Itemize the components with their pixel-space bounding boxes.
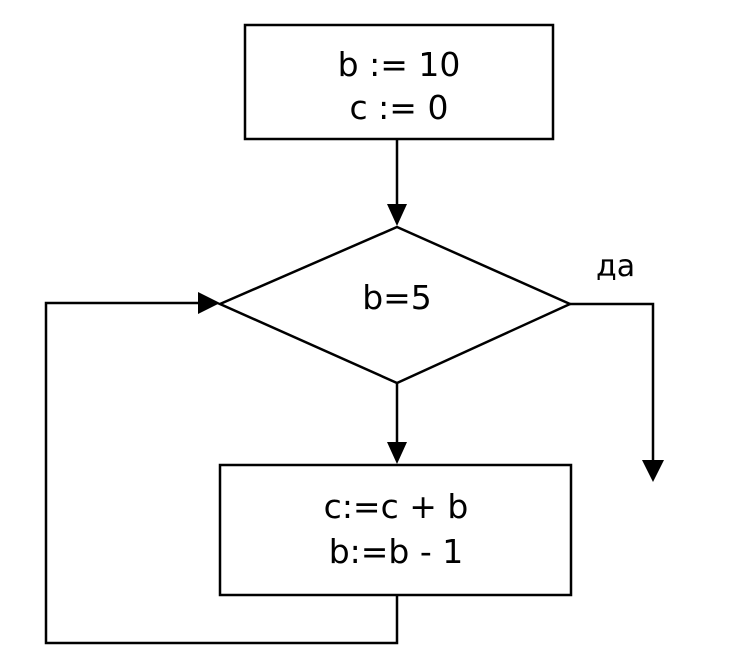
loop-back-arrow [44,292,399,645]
condition-decision: b=5 [216,225,574,385]
yes-label: да [596,249,635,284]
body-line-c: c:=c + b [324,487,469,526]
body-line-b: b:=b - 1 [329,532,464,571]
init-block: b := 10 c := 0 [243,23,555,141]
loop-body-block: c:=c + b b:=b - 1 [218,463,573,597]
arrow-condition-to-body [387,383,407,464]
condition-text: b=5 [362,278,432,317]
init-block-box [243,23,555,141]
init-line-c: c := 0 [350,88,449,127]
init-line-b: b := 10 [338,45,461,84]
loop-body-box [218,463,573,597]
arrow-init-to-condition [387,139,407,226]
yes-branch: да [570,249,664,482]
